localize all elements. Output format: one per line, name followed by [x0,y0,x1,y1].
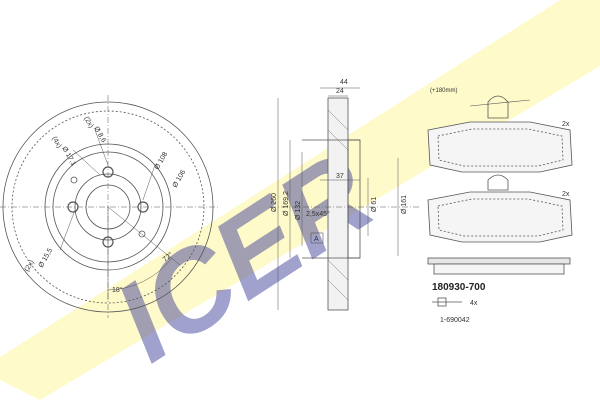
brand-logo: ICER [94,129,394,386]
brake-pad-side [427,257,571,275]
section-vane-1 [327,109,349,131]
label-chamfer: 2,5x45° [306,210,330,218]
label-bolt-qty: (4x) [50,136,62,150]
angle-arc [107,257,173,291]
leader-stud [59,209,76,251]
label-marker: A [314,236,319,243]
brake-pad-bottom [427,174,573,243]
brake-pad-top [427,95,573,173]
pad-labels: 2x 2x [562,121,570,198]
angle-ray-a [107,206,181,266]
kit-number: 180930-700 [432,282,486,293]
label-stud-qty: (2x) [24,259,36,273]
label-note: (+180mm) [430,88,458,94]
label-angle-b: 18° [112,286,123,294]
pad-side-lining [433,263,565,275]
label-offset: 37 [336,173,344,180]
leader-hub [94,129,109,166]
section-vane-4 [327,279,349,301]
disc-section-labels: 44 24 37 Ø 260 Ø 169,2 Ø 132 2,5x45° Ø 6… [271,79,458,243]
disc-front-view [0,95,218,318]
pad-bottom-clip [487,174,509,191]
marker-box [310,232,324,244]
leader-bolt [72,149,101,176]
label-dia-hub: Ø 161 [401,195,408,214]
disc-section-view [270,87,420,311]
sensor-body [437,297,447,307]
label-dia-inner: Ø 61 [371,197,378,212]
label-thickness: 24 [336,88,344,95]
wear-sensor [432,297,462,307]
stud-hole-b [138,230,146,238]
sensor-qty: 4x [470,300,478,307]
label-dia-outer: Ø 260 [271,193,278,212]
pad-top-clip [487,95,509,119]
label-bolt-dia: Ø 17,1 [60,146,77,168]
label-dia-hat: Ø 169,2 [283,191,290,216]
label-total: 44 [340,79,348,86]
label-stud-dia: Ø 15,5 [38,247,55,269]
section-hatch-ring [327,97,349,311]
pad-side-backing [427,257,571,265]
pad-bottom-shape [427,191,573,243]
label-pcd: Ø 108 [154,151,170,171]
sensor-part: 1-690042 [440,317,470,324]
leader-pcd [142,164,156,201]
pad-bottom-inner [437,198,564,237]
pad-qty-top: 2x [562,121,570,128]
pad-top-wire [469,99,531,107]
pad-qty-bottom: 2x [562,191,570,198]
label-dia-bore: Ø 132 [295,201,302,220]
label-center: Ø 106 [172,169,188,189]
label-hub-dia: Ø 8,6 [92,126,107,144]
label-hub-qty: (2x) [82,116,94,130]
stud-hole-a [70,176,78,184]
pad-top-shape [427,121,573,173]
section-vane-3 [327,259,349,281]
pad-top-inner [437,128,564,167]
